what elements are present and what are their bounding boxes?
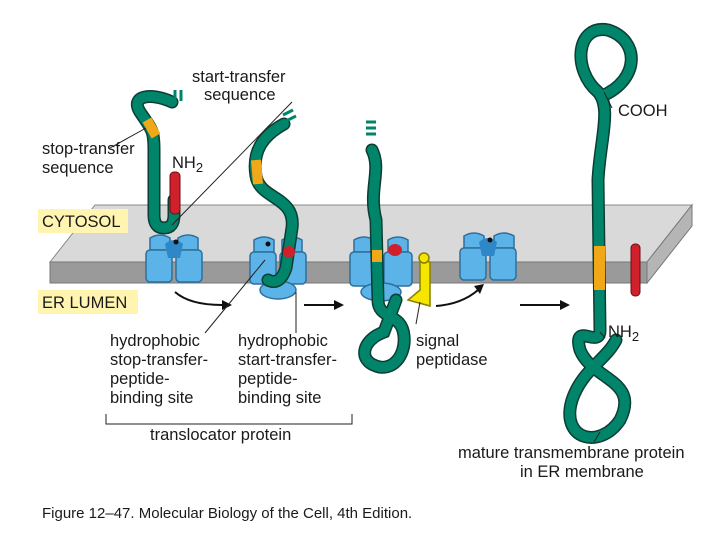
hydrophobic-stop-line4: binding site: [110, 389, 193, 407]
pointer-lines: [109, 91, 613, 443]
mature-protein-line1: mature transmembrane protein: [458, 444, 685, 462]
stop-transfer-label-line1: stop-transfer: [42, 140, 135, 158]
stage-1-translocator: [145, 234, 203, 283]
signal-peptidase-line2: peptidase: [416, 351, 488, 369]
stage-2-chain: [248, 108, 299, 288]
hydrophobic-stop-line3: peptide-: [110, 370, 170, 388]
start-transfer-label-line1: start-transfer: [192, 68, 286, 86]
hydrophobic-start-line3: peptide-: [238, 370, 298, 388]
stage-3-chain: [358, 120, 411, 374]
cytosol-label: CYTOSOL: [42, 213, 121, 231]
start-transfer-label-line2: sequence: [204, 86, 276, 104]
er-lumen-highlight: [38, 290, 138, 314]
hydrophobic-start-line1: hydrophobic: [238, 332, 328, 350]
process-arrows: [174, 284, 570, 310]
hydrophobic-stop-line1: hydrophobic: [110, 332, 200, 350]
hydrophobic-start-line2: start-transfer-: [238, 351, 337, 369]
mature-protein-chain: [563, 23, 638, 444]
hydrophobic-stop-line2: stop-transfer-: [110, 351, 208, 369]
stage-4-translocator: [459, 232, 517, 281]
translocator-protein-label: translocator protein: [150, 426, 291, 444]
cytosol-highlight: [38, 209, 128, 233]
nh2-top-label: NH2: [172, 154, 203, 175]
stage-1-chain: [131, 90, 183, 235]
cooh-label: COOH: [618, 102, 668, 120]
translocator-bracket: [105, 414, 353, 425]
mature-protein-line2: in ER membrane: [520, 463, 644, 481]
stop-transfer-label-line2: sequence: [42, 159, 114, 177]
mature-red-segment: [630, 243, 641, 297]
signal-peptidase: [406, 252, 431, 307]
er-lumen-label: ER LUMEN: [42, 294, 127, 312]
nh2-bottom-label: NH2: [608, 323, 639, 344]
hydrophobic-start-line4: binding site: [238, 389, 321, 407]
signal-peptidase-line1: signal: [416, 332, 459, 350]
figure-caption: Figure 12–47. Molecular Biology of the C…: [42, 505, 412, 522]
